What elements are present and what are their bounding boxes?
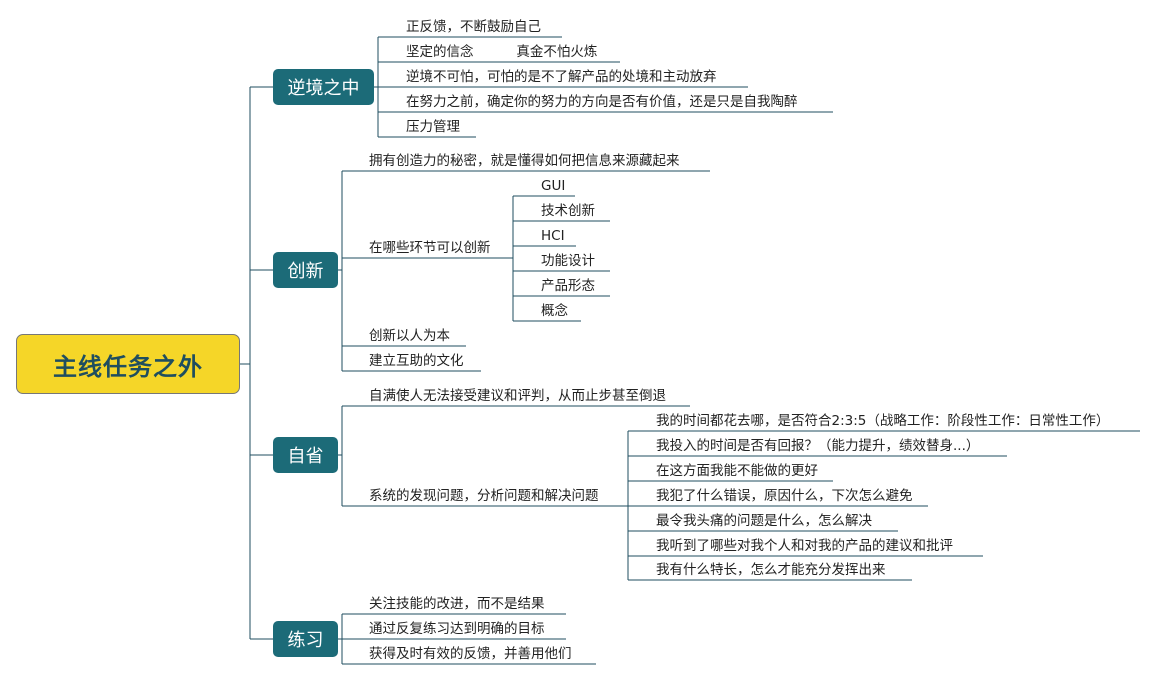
sub-leaf-node[interactable]: 技术创新 <box>541 203 595 219</box>
sub-leaf-node[interactable]: 功能设计 <box>541 253 595 269</box>
leaf-node[interactable]: 在哪些环节可以创新 <box>369 240 491 256</box>
branch-node-practice[interactable]: 练习 <box>273 621 338 657</box>
branch-node-self-reflection[interactable]: 自省 <box>273 437 338 473</box>
leaf-node[interactable]: 系统的发现问题，分析问题和解决问题 <box>369 488 599 504</box>
sub-leaf-node[interactable]: 我犯了什么错误，原因什么，下次怎么避免 <box>656 488 913 504</box>
sub-leaf-node[interactable]: 产品形态 <box>541 278 595 294</box>
leaf-node[interactable]: 拥有创造力的秘密，就是懂得如何把信息来源藏起来 <box>369 153 680 169</box>
root-node[interactable]: 主线任务之外 <box>16 334 240 394</box>
leaf-node[interactable]: 在努力之前，确定你的努力的方向是否有价值，还是只是自我陶醉 <box>406 94 798 110</box>
leaf-node[interactable]: 通过反复练习达到明确的目标 <box>369 621 545 637</box>
branch-node-innovation[interactable]: 创新 <box>273 252 338 288</box>
sub-leaf-node[interactable]: 在这方面我能不能做的更好 <box>656 463 818 479</box>
sub-leaf-node[interactable]: 最令我头痛的问题是什么，怎么解决 <box>656 513 872 529</box>
leaf-node[interactable]: 正反馈，不断鼓励自己 <box>406 19 541 35</box>
branch-label: 自省 <box>287 446 324 467</box>
leaf-node[interactable]: 坚定的信念 真金不怕火炼 <box>406 44 598 60</box>
leaf-node[interactable]: 创新以人为本 <box>369 328 450 344</box>
leaf-node[interactable]: 建立互助的文化 <box>369 353 464 369</box>
branch-label: 逆境之中 <box>287 78 360 99</box>
sub-leaf-node[interactable]: 我有什么特长，怎么才能充分发挥出来 <box>656 562 886 578</box>
branch-label: 创新 <box>287 261 324 282</box>
sub-leaf-node[interactable]: 概念 <box>541 303 568 319</box>
sub-leaf-node[interactable]: GUI <box>541 178 566 194</box>
branch-node-adversity[interactable]: 逆境之中 <box>273 69 374 105</box>
sub-leaf-node[interactable]: 我听到了哪些对我个人和对我的产品的建议和批评 <box>656 538 953 554</box>
leaf-node[interactable]: 逆境不可怕，可怕的是不了解产品的处境和主动放弃 <box>406 69 717 85</box>
root-label: 主线任务之外 <box>53 352 203 381</box>
leaf-node[interactable]: 获得及时有效的反馈，并善用他们 <box>369 646 572 662</box>
leaf-node[interactable]: 关注技能的改进，而不是结果 <box>369 596 545 612</box>
sub-leaf-node[interactable]: 我投入的时间是否有回报？（能力提升，绩效替身...） <box>656 438 980 454</box>
sub-leaf-node[interactable]: 我的时间都花去哪，是否符合2:3:5（战略工作：阶段性工作：日常性工作） <box>656 413 1110 429</box>
sub-leaf-node[interactable]: HCI <box>541 228 565 244</box>
leaf-node[interactable]: 压力管理 <box>406 119 460 135</box>
branch-label: 练习 <box>287 630 324 651</box>
leaf-node[interactable]: 自满使人无法接受建议和评判，从而止步甚至倒退 <box>369 388 666 404</box>
